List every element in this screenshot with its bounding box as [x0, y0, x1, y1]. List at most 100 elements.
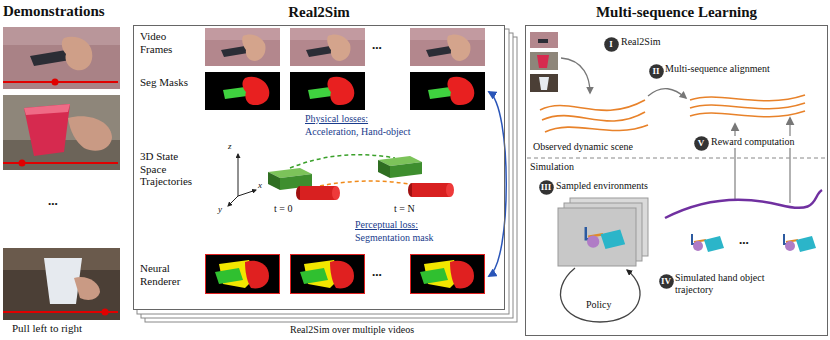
observed-curve [545, 125, 648, 132]
demo-photo [3, 81, 118, 83]
loss-label: Physical losses: [305, 113, 368, 125]
step-label: Real2Sim [621, 36, 660, 48]
step-number-text: III [541, 183, 552, 192]
aligned-curve [690, 111, 805, 117]
step-label: Observed dynamic scene [533, 141, 633, 153]
object-box [268, 156, 422, 190]
axis-label: x [258, 180, 262, 190]
render-frame [206, 255, 280, 294]
reward-arrow [789, 118, 791, 203]
step-circle [659, 274, 674, 289]
axis-label: z [228, 141, 232, 151]
seg-mask [205, 72, 280, 110]
render-frame [206, 255, 485, 294]
step-number-text: I [609, 40, 613, 49]
step-circle [604, 37, 619, 52]
flow-arrow [561, 58, 590, 93]
row-label: 3D State Space Trajectories [140, 150, 202, 188]
frame-stack [133, 25, 517, 322]
demo-photo [3, 27, 120, 89]
ellipsis: ... [372, 38, 382, 53]
render-frame [411, 255, 485, 294]
row-label: Video Frames [140, 30, 195, 55]
separator [527, 158, 826, 159]
demo-photo [3, 248, 120, 320]
step-label: Reward computation [710, 136, 796, 148]
seg-mask [290, 72, 365, 110]
row-label: Neural Renderer [140, 262, 195, 287]
aligned-curve [690, 95, 805, 117]
demo-photo [3, 311, 118, 313]
video-frame [205, 28, 280, 66]
thumbnail [538, 39, 548, 43]
hand-cylinder [412, 183, 450, 197]
thumbnail [530, 32, 558, 92]
ellipsis: ... [48, 194, 58, 209]
loss-label: Perceptual loss: [355, 219, 418, 231]
demo-photo [3, 95, 120, 170]
panel-title: Demonstrations [3, 3, 105, 20]
panel-title: Multi-sequence Learning [526, 4, 827, 21]
caption: Real2Sim over multiple videos [290, 324, 414, 336]
axes [238, 190, 256, 196]
demo-photo [62, 37, 92, 71]
demo-photo [52, 79, 59, 86]
section-label: Simulation [530, 161, 574, 173]
hand-cylinder [446, 183, 454, 197]
sim-curve [665, 190, 822, 218]
step-number-text: IV [661, 277, 671, 286]
step-number-text: II [652, 67, 659, 76]
step-number: II [649, 64, 664, 79]
demo-photo [3, 95, 120, 170]
ellipsis: ... [739, 233, 749, 248]
reward-arrow [735, 118, 790, 203]
step-label: Simulated hand object trajectory [675, 272, 775, 295]
object-box [378, 160, 390, 178]
policy-loop [560, 268, 640, 322]
ellipsis: ... [372, 265, 382, 280]
thumbnail [537, 55, 549, 68]
thumbnail [530, 32, 558, 48]
frame-stack [133, 25, 505, 310]
video-frame [410, 28, 485, 66]
step-circle [649, 64, 664, 79]
video-frame [205, 28, 485, 66]
sim-environment [558, 198, 648, 266]
axes [228, 196, 238, 206]
flow-arrow [648, 89, 686, 98]
demo-photo [24, 104, 70, 115]
loss-arrow [489, 92, 506, 276]
step-circle [539, 180, 554, 195]
trajectory [320, 181, 420, 186]
step-number: V [694, 136, 709, 151]
object-box [268, 172, 280, 190]
row-label: Seg Masks [140, 76, 195, 89]
render-frame [291, 255, 365, 294]
sim-environment [586, 227, 625, 249]
step-circle [694, 136, 709, 151]
loss-label: Segmentation mask [355, 232, 434, 244]
observed-curve [540, 100, 645, 110]
sim-environment [558, 208, 636, 266]
panel: Real2Sim [133, 25, 505, 310]
demo-photo [30, 50, 70, 66]
hand-cylinder [296, 183, 454, 200]
observed-curve [542, 112, 645, 121]
demo-photo [68, 116, 112, 151]
loss-label: Acceleration, Hand-object [305, 126, 411, 138]
step-label: Multi-sequence alignment [665, 63, 770, 75]
demo-photo [3, 248, 120, 320]
demo-photo [19, 160, 26, 167]
sim-icon [692, 234, 724, 252]
thumbnail [539, 77, 549, 90]
axes [238, 154, 239, 196]
seg-mask [410, 72, 485, 110]
axis-label: y [218, 204, 222, 214]
panel-title: Real2Sim [134, 4, 504, 21]
object-box [390, 162, 422, 178]
step-number: III [539, 180, 554, 195]
thumbnail [530, 74, 558, 92]
demo-photo [74, 277, 100, 300]
hand-cylinder [300, 186, 336, 200]
step-label: Sampled environments [556, 180, 648, 192]
